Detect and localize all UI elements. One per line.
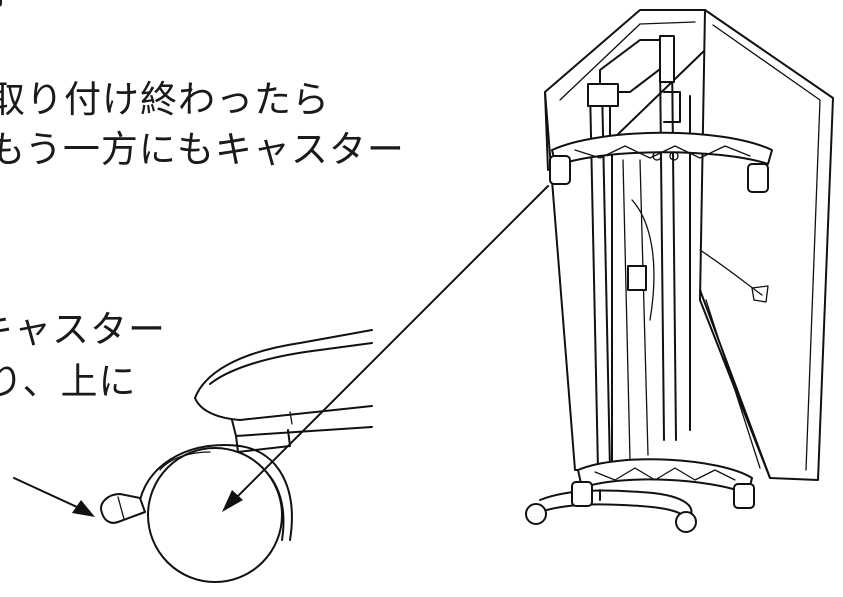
folding-stand-icon bbox=[525, 9, 834, 533]
instruction-line-1: 取り付け終わったら bbox=[0, 78, 330, 121]
leader-arrowhead bbox=[222, 490, 243, 512]
instruction-top-fragment: 手 bbox=[0, 0, 20, 14]
instruction-line-3: キャスター bbox=[0, 308, 166, 351]
arrow-icon bbox=[13, 477, 95, 517]
instruction-line-2: もう一方にもキャスター bbox=[0, 128, 405, 171]
leader-line bbox=[225, 185, 549, 509]
instruction-line-4: り、上に bbox=[0, 360, 137, 403]
caster-wheel-icon bbox=[100, 329, 373, 583]
